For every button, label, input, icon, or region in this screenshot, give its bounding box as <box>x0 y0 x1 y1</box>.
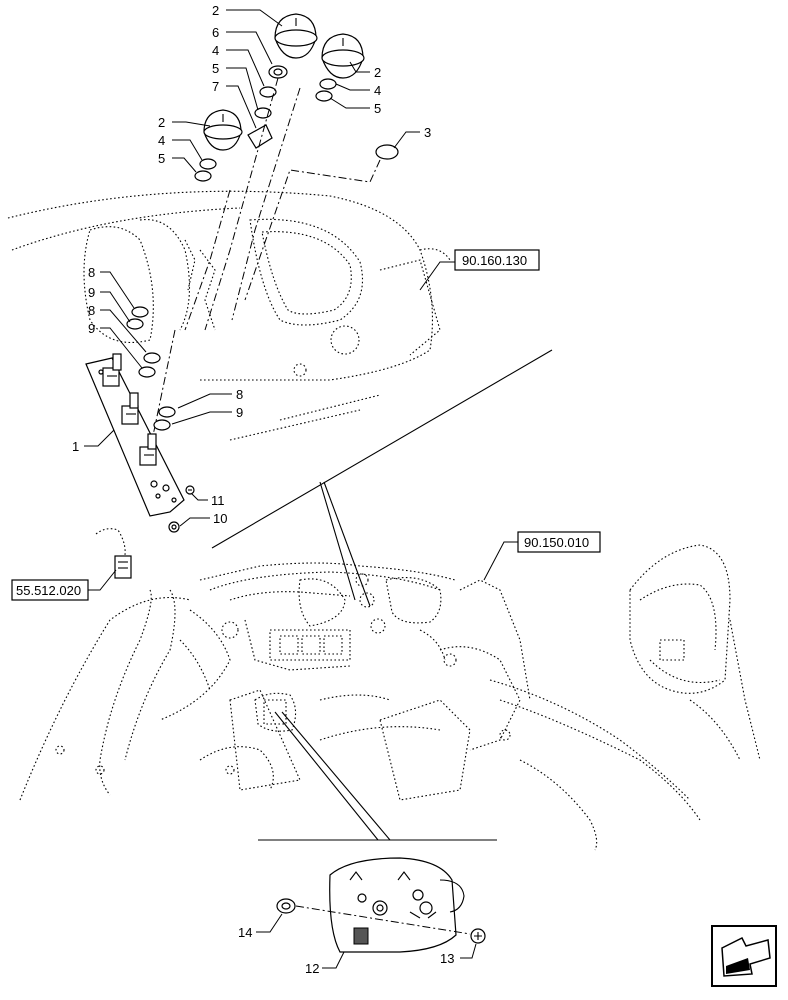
rotary-switch-1 <box>102 353 122 387</box>
nut-part-6 <box>268 65 288 79</box>
callout-9: 9 <box>88 321 95 336</box>
alignment-lines <box>149 77 381 451</box>
reference-label: 55.512.020 <box>16 583 81 598</box>
callout-5: 5 <box>158 151 165 166</box>
callout-13: 13 <box>440 951 454 966</box>
switch-module-icons <box>349 871 437 945</box>
callout-10: 10 <box>213 511 227 526</box>
callout-5: 5 <box>212 61 219 76</box>
callout-4: 4 <box>212 43 219 58</box>
reference-label: 90.150.010 <box>524 535 589 550</box>
washer-left-4 <box>199 158 217 170</box>
callout-2: 2 <box>158 115 165 130</box>
callout-7: 7 <box>212 79 219 94</box>
callout-4: 4 <box>158 133 165 148</box>
callout-9: 9 <box>236 405 243 420</box>
lower-alignment-line <box>295 905 471 935</box>
bracket-part-7 <box>247 124 273 149</box>
rotary-switch-3 <box>139 433 157 466</box>
callout-2: 2 <box>212 3 219 18</box>
zoom-lines <box>211 349 553 841</box>
cab-interior <box>19 562 701 851</box>
washer-right-4 <box>319 78 337 90</box>
operator-seat <box>629 544 761 761</box>
nut-part-10 <box>168 521 180 533</box>
callout-8: 8 <box>236 387 243 402</box>
callout-2: 2 <box>374 65 381 80</box>
washer-top-center-4 <box>259 86 277 98</box>
callout-11: 11 <box>211 493 225 508</box>
washer-top-center-5 <box>254 107 272 119</box>
callout-6: 6 <box>212 25 219 40</box>
harness-connector <box>95 528 132 579</box>
callout-5: 5 <box>374 101 381 116</box>
reference-label: 90.160.130 <box>462 253 527 268</box>
next-page-arrow-icon[interactable] <box>711 925 777 987</box>
switch-plate-part-1 <box>85 353 185 517</box>
leader-lines <box>84 9 518 969</box>
knob-left <box>203 109 243 151</box>
screw-part-11 <box>185 485 195 495</box>
reference-box-90-160-130[interactable]: 90.160.130 <box>454 249 540 271</box>
switch-module-part-12 <box>329 857 465 953</box>
knob-top-right <box>321 33 365 79</box>
rotary-switch-2 <box>121 392 139 425</box>
callout-12: 12 <box>305 961 319 976</box>
washer-right-5 <box>315 90 333 102</box>
callout-3: 3 <box>424 125 431 140</box>
upper-dashboard-panel <box>7 190 451 441</box>
washer-left-5 <box>194 170 212 182</box>
callout-8: 8 <box>88 303 95 318</box>
knob-top-center <box>274 13 318 59</box>
reference-box-55-512-020[interactable]: 55.512.020 <box>11 579 89 601</box>
callout-14: 14 <box>238 925 252 940</box>
callout-4: 4 <box>374 83 381 98</box>
callout-9: 9 <box>88 285 95 300</box>
reference-box-90-150-010[interactable]: 90.150.010 <box>517 531 601 553</box>
screw-part-13 <box>470 928 486 944</box>
washers-8-9 <box>126 306 176 431</box>
nut-part-14 <box>276 898 296 914</box>
cap-part-3 <box>375 144 399 160</box>
callout-1: 1 <box>72 439 79 454</box>
callout-8: 8 <box>88 265 95 280</box>
